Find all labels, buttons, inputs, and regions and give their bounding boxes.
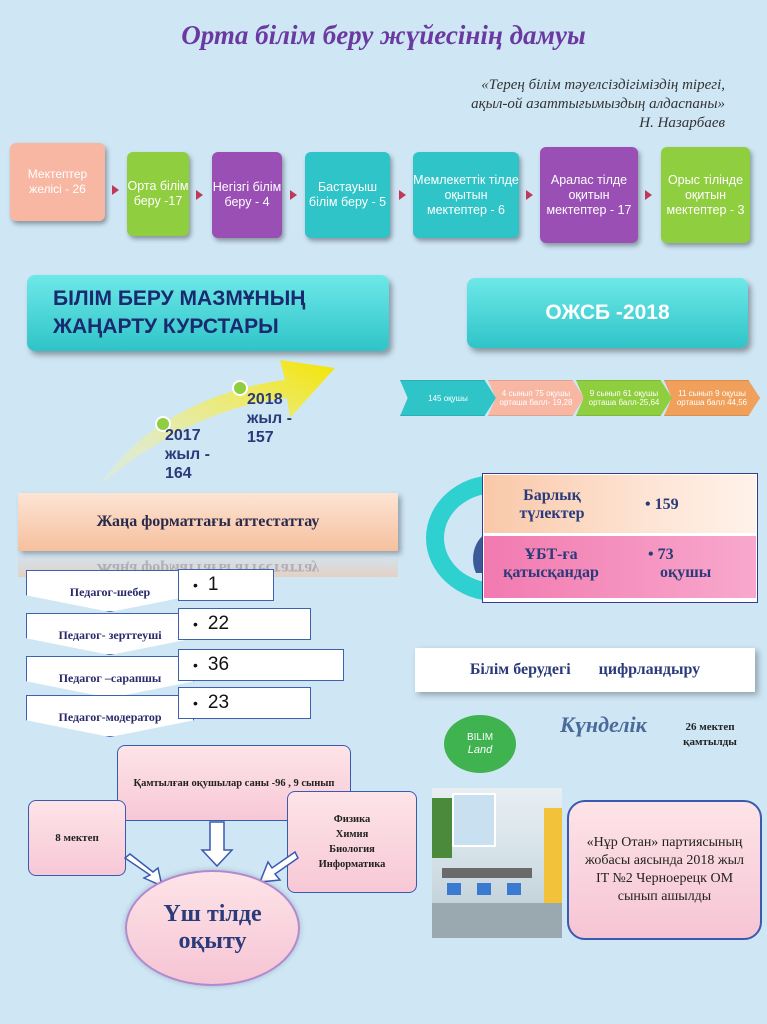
ozhsb-banner: ОЖСБ -2018 — [467, 278, 748, 348]
bullet-icon: • — [193, 577, 198, 593]
pedagog-value-0: • 1 — [178, 569, 274, 601]
pedagog-value-text: 22 — [207, 613, 230, 634]
kundelik-logo: Күнделік — [560, 712, 647, 737]
digitalization-word-1: Білім берудегі — [469, 661, 571, 678]
pedagog-value-2: • 36 — [178, 649, 344, 681]
arrow-icon — [526, 190, 533, 200]
ubt-unit: оқушы — [660, 564, 712, 581]
network-box-1: Орта білім беру -17 — [127, 152, 189, 236]
year-2018: 2018 жыл - 157 — [247, 390, 292, 447]
bullet-icon: • — [193, 695, 198, 711]
year-2017: 2017 жыл - 164 — [165, 426, 210, 483]
arrow-icon — [112, 185, 119, 195]
trilingual-center-line-1: Үш тілде — [163, 901, 262, 927]
quote-line-2: ақыл-ой азаттығымыздың алдаспаны» — [471, 96, 725, 112]
ozhsb-step-2: 9 сынып 61 оқушы орташа балл-25,64 — [576, 380, 672, 416]
ozhsb-step-1: 4 сынып 75 оқушы орташа балл- 19,28 — [488, 380, 584, 416]
network-box-4: Мемлекеттік тілде оқытын мектептер - 6 — [413, 152, 519, 238]
year-2017-suffix: жыл - — [165, 446, 210, 463]
bilimland-logo-text-2: Land — [467, 744, 493, 756]
arrow-icon — [290, 190, 297, 200]
bullet-icon: • — [193, 657, 198, 673]
pedagog-value-3: • 23 — [178, 687, 311, 719]
network-box-2: Негізгі білім беру - 4 — [212, 152, 282, 238]
network-box-6: Орыс тілінде оқитын мектептер - 3 — [661, 147, 750, 243]
digitalization-coverage-2: қамтылды — [683, 736, 737, 748]
bilimland-logo-text-1: BILIM — [466, 732, 494, 743]
pedagog-label-2: Педагог –сарапшы — [26, 656, 194, 698]
pedagog-label-3: Педагог-модератор — [26, 695, 194, 737]
all-graduates-number: 159 — [654, 496, 679, 513]
network-box-0: Мектептер желісі - 26 — [10, 143, 105, 221]
bullet-icon: • — [648, 546, 658, 563]
bullet-icon: • — [193, 616, 198, 632]
trilingual-center-line-2: оқыту — [178, 928, 247, 954]
quote: «Терең білім тәуелсіздігіміздің тірегі, … — [471, 76, 725, 133]
ubt-label-2: қатысқандар — [503, 564, 599, 581]
courses-banner: БІЛІМ БЕРУ МАЗМҰНЫҢ ЖАҢАРТУ КУРСТАРЫ — [27, 275, 389, 351]
ubt-value: • 73 оқушы — [648, 546, 711, 582]
all-graduates-label-2: түлектер — [519, 505, 585, 522]
subject-chemistry: Химия — [335, 829, 369, 840]
arrow-icon — [399, 190, 406, 200]
subjects-box: Физика Химия Биология Информатика — [287, 791, 417, 893]
arrow-icon — [645, 190, 652, 200]
all-graduates-value: • 159 — [645, 496, 679, 514]
network-box-3: Бастауыш білім беру - 5 — [305, 152, 390, 238]
subject-physics: Физика — [333, 814, 371, 825]
bullet-icon: • — [645, 496, 655, 513]
schools-box: 8 мектеп — [28, 800, 126, 876]
graduates-row-ubt — [484, 536, 756, 598]
ubt-number: 73 — [657, 546, 674, 563]
courses-title-line-1: БІЛІМ БЕРУ МАЗМҰНЫҢ — [53, 287, 306, 310]
network-box-5: Аралас тілде оқитын мектептер - 17 — [540, 147, 638, 243]
quote-line-1: «Терең білім тәуелсіздігіміздің тірегі, — [481, 77, 725, 93]
pedagog-value-text: 36 — [207, 654, 230, 675]
subject-biology: Биология — [329, 844, 375, 855]
ubt-label: ҰБТ-ға қатысқандар — [496, 546, 606, 582]
year-2018-count: 157 — [247, 429, 274, 446]
all-graduates-label: Барлық түлектер — [504, 487, 600, 523]
arrow-icon — [196, 190, 203, 200]
ozhsb-step-0: 145 оқушы — [400, 380, 496, 416]
trilingual-center: Үш тілде оқыту — [125, 870, 300, 986]
all-graduates-label-1: Барлық — [523, 487, 581, 504]
nur-otan-box: «Нұр Отан» партиясының жобасы аясында 20… — [567, 800, 762, 940]
subject-informatics: Информатика — [318, 859, 386, 870]
page-title: Орта білім беру жүйесінің дамуы — [181, 20, 586, 50]
digitalization-coverage-1: 26 мектеп — [685, 721, 735, 733]
graduates-row-all — [484, 475, 756, 533]
ubt-label-1: ҰБТ-ға — [524, 546, 578, 563]
courses-title-line-2: ЖАҢАРТУ КУРСТАРЫ — [53, 315, 279, 338]
pedagog-label-0: Педагог-шебер — [26, 570, 194, 612]
pedagog-value-text: 1 — [207, 574, 219, 595]
bilimland-logo: BILIM Land — [444, 715, 516, 773]
pedagog-value-text: 23 — [207, 692, 230, 713]
ozhsb-step-3: 11 сынып 9 оқушы орташа балл 44,56 — [664, 380, 760, 416]
year-2017-count: 164 — [165, 465, 192, 482]
year-2017-year: 2017 — [165, 427, 201, 444]
digitalization-word-2: цифрландыру — [598, 661, 701, 678]
classroom-photo — [432, 788, 562, 938]
attestation-title: Жаңа форматтағы аттестаттау — [18, 493, 398, 551]
pedagog-value-1: • 22 — [178, 608, 311, 640]
year-2018-year: 2018 — [247, 391, 283, 408]
digitalization-banner: Білім берудегі цифрландыру — [415, 648, 755, 692]
pedagog-label-1: Педагог- зерттеуші — [26, 613, 194, 655]
year-2018-suffix: жыл - — [247, 410, 292, 427]
growth-arrow-icon — [100, 360, 335, 485]
digitalization-coverage: 26 мектеп қамтылды — [670, 720, 750, 750]
connector-arrows-icon — [123, 821, 299, 888]
quote-author: Н. Назарбаев — [639, 115, 725, 131]
